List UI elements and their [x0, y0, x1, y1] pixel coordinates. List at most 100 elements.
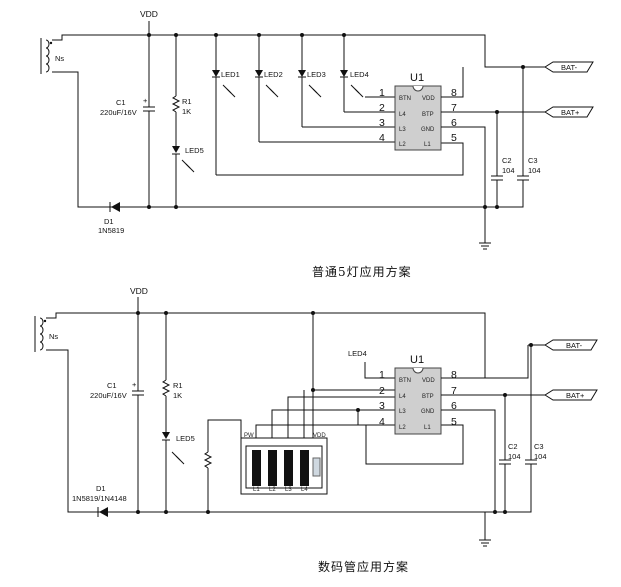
capacitor-c3-top: C3 104 — [485, 67, 541, 208]
top-circuit: Ns VDD D1 1N5819 + C1 220uF/16V — [40, 9, 594, 250]
c3-val-top: 104 — [528, 166, 541, 175]
pin-num-7: 7 — [451, 102, 457, 114]
ns-label-bottom: Ns — [49, 332, 58, 341]
r1-ref-top: R1 — [182, 97, 192, 106]
pin-num-3-b: 3 — [379, 400, 385, 412]
ic-pin-l2: L2 — [399, 142, 406, 148]
inductor-ns-top: Ns — [40, 38, 64, 74]
ic-pin-vdd-b: VDD — [422, 378, 435, 384]
pin-num-4-b: 4 — [379, 416, 385, 428]
caption-bottom: 数码管应用方案 — [318, 559, 409, 574]
capacitor-c2-bottom: C2 104 — [499, 395, 521, 512]
r1-ref-bottom: R1 — [173, 381, 183, 390]
led4-label-bottom: LED4 — [348, 349, 367, 358]
resistor-r1-bottom: R1 1K — [161, 313, 183, 432]
d1-val-top: 1N5819 — [98, 226, 124, 235]
led5-top: LED5 — [172, 146, 204, 207]
ic-pin-gnd-b: GND — [421, 409, 435, 415]
seven-segment-display: PW VDD L1 L2 L3 L4 — [240, 433, 328, 495]
pin-num-1: 1 — [379, 87, 385, 99]
c3-ref-top: C3 — [528, 156, 538, 165]
led4-top: LED4 — [340, 35, 369, 112]
bat-minus-connector-bottom: BAT- — [528, 339, 598, 351]
ic-pin-btn-b: BTN — [399, 378, 411, 384]
bat-plus-label-bottom: BAT+ — [566, 391, 585, 400]
c1-val-bottom: 220uF/16V — [90, 391, 127, 400]
c2-val-top: 104 — [502, 166, 515, 175]
pin-num-3: 3 — [379, 117, 385, 129]
ic-pin-gnd: GND — [421, 127, 435, 133]
display-l2-label: L2 — [269, 487, 276, 493]
junction-dots-bottom — [136, 311, 533, 514]
c1-plus-top: + — [143, 96, 148, 105]
display-l1-label: L1 — [253, 487, 260, 493]
c3-val-bottom: 104 — [534, 452, 547, 461]
ic-pin-l3-b: L3 — [399, 409, 406, 415]
bat-minus-label-bottom: BAT- — [566, 341, 583, 350]
led3-top: LED3 — [298, 35, 326, 127]
ic-pin-btn: BTN — [399, 96, 411, 102]
d1-ref-bottom: D1 — [96, 484, 106, 493]
led5-label-top: LED5 — [185, 146, 204, 155]
u1-ref-bottom: U1 — [410, 354, 424, 366]
r1-val-top: 1K — [182, 107, 191, 116]
ic-pin-l1-b: L1 — [424, 425, 431, 431]
bat-plus-connector-top: BAT+ — [528, 106, 594, 118]
c2-ref-bottom: C2 — [508, 442, 518, 451]
bat-minus-connector-top: BAT- — [528, 61, 594, 73]
led4-label-top: LED4 — [350, 70, 369, 79]
ic-pin-l4: L4 — [399, 112, 406, 118]
led2-top: LED2 — [255, 35, 283, 142]
ic-pin-l2-b: L2 — [399, 425, 406, 431]
inductor-ns-bottom: Ns — [34, 316, 58, 352]
led1-top: LED1 — [212, 35, 240, 175]
pin-num-8: 8 — [451, 87, 457, 99]
ic-pin-l3: L3 — [399, 127, 406, 133]
ic-u1-bottom: U1 BTN L4 L3 L2 VDD BTP GND L1 1 2 3 4 8… — [379, 354, 457, 435]
c2-val-bottom: 104 — [508, 452, 521, 461]
led2-label-top: LED2 — [264, 70, 283, 79]
display-vdd-label: VDD — [313, 433, 326, 439]
bat-minus-label-top: BAT- — [561, 63, 578, 72]
resistor-display — [203, 419, 242, 512]
bottom-circuit: Ns VDD D1 1N5819/1N4148 + C1 220uF/16V R… — [34, 286, 598, 547]
pin-num-6-b: 6 — [451, 400, 457, 412]
junction-dots-top — [147, 33, 525, 209]
display-l3-label: L3 — [285, 487, 292, 493]
pin-num-5-b: 5 — [451, 416, 457, 428]
led5-bottom: LED5 — [162, 432, 195, 512]
capacitor-c2-top: C2 104 — [491, 112, 515, 207]
pin-num-4: 4 — [379, 132, 385, 144]
pin-num-8-b: 8 — [451, 369, 457, 381]
capacitor-c1-bottom: + C1 220uF/16V — [90, 313, 144, 512]
bat-plus-connector-bottom: BAT+ — [528, 389, 598, 401]
c2-ref-top: C2 — [502, 156, 512, 165]
resistor-r1-top: R1 1K — [171, 35, 192, 146]
ic-pin-vdd: VDD — [422, 96, 435, 102]
vdd-label-bottom: VDD — [130, 286, 148, 296]
diode-d1-bottom: D1 1N5819/1N4148 — [72, 484, 127, 517]
c1-plus-bottom: + — [132, 380, 137, 389]
pin-num-7-b: 7 — [451, 385, 457, 397]
display-l4-label: L4 — [301, 487, 308, 493]
r1-val-bottom: 1K — [173, 391, 182, 400]
vdd-label-top: VDD — [140, 9, 158, 19]
d1-ref-top: D1 — [104, 217, 114, 226]
c1-ref-top: C1 — [116, 98, 126, 107]
c1-ref-bottom: C1 — [107, 381, 117, 390]
pin-num-1-b: 1 — [379, 369, 385, 381]
led1-label-top: LED1 — [221, 70, 240, 79]
pin-num-2: 2 — [379, 102, 385, 114]
ns-label: Ns — [55, 54, 64, 63]
u1-ref-top: U1 — [410, 72, 424, 84]
caption-top: 普通5灯应用方案 — [312, 264, 412, 279]
bat-plus-label-top: BAT+ — [561, 108, 580, 117]
c3-ref-bottom: C3 — [534, 442, 544, 451]
ic-pin-btp-b: BTP — [422, 394, 434, 400]
diode-d1-top: D1 1N5819 — [98, 202, 124, 235]
led5-label-bottom: LED5 — [176, 434, 195, 443]
ic-pin-l4-b: L4 — [399, 394, 406, 400]
ground-top — [479, 207, 491, 250]
c1-val-top: 220uF/16V — [100, 108, 137, 117]
